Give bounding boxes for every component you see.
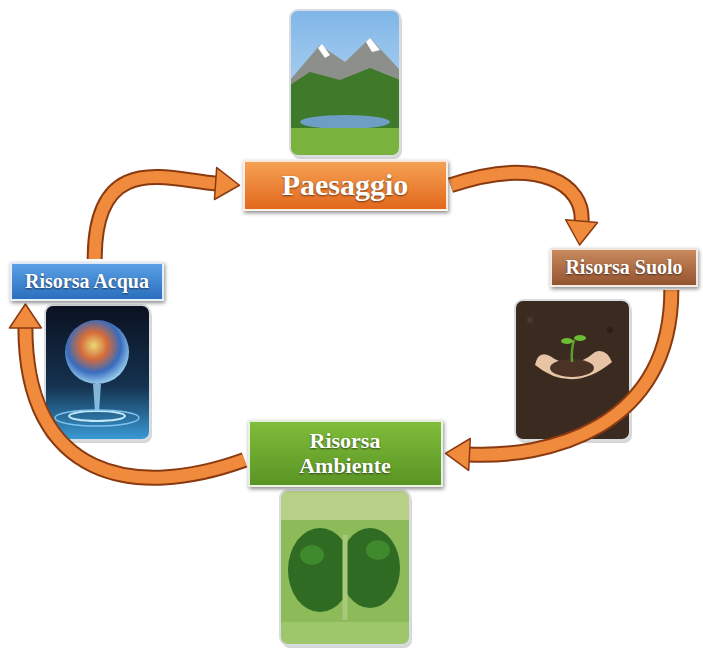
box-label: Risorsa Suolo xyxy=(564,256,684,279)
arrow-heads xyxy=(214,168,239,200)
arrow-heads xyxy=(446,439,471,471)
landscape-photo xyxy=(290,10,402,159)
arrow-outline xyxy=(451,173,582,222)
box-label: Risorsa Acqua xyxy=(24,270,150,293)
cycle-arrow xyxy=(95,168,240,259)
arrow-head xyxy=(214,168,239,200)
water-box: Risorsa Acqua xyxy=(10,262,164,301)
box-label: Risorsa Ambiente xyxy=(285,428,405,479)
cycle-arrow xyxy=(451,173,598,245)
arrow-heads xyxy=(9,304,41,328)
cycle-arrow xyxy=(9,304,244,478)
arrow-body xyxy=(468,290,671,455)
arrow-outline xyxy=(25,327,244,478)
arrow-head xyxy=(566,220,598,245)
water-photo xyxy=(45,305,152,443)
environment-box: Risorsa Ambiente xyxy=(248,420,443,487)
arrow-outline xyxy=(95,177,217,259)
soil-box: Risorsa Suolo xyxy=(550,248,698,287)
arrow-heads xyxy=(566,220,598,245)
arrow-head xyxy=(446,439,471,471)
arrow-body xyxy=(25,327,244,478)
arrow-body xyxy=(95,177,217,259)
arrow-outline xyxy=(468,290,671,455)
cycle-arrow xyxy=(446,290,672,470)
forest-photo xyxy=(280,490,412,648)
arrow-body xyxy=(451,173,582,222)
arrow-head xyxy=(9,304,41,328)
box-label: Paesaggio xyxy=(257,168,434,203)
landscape-box: Paesaggio xyxy=(243,160,448,211)
